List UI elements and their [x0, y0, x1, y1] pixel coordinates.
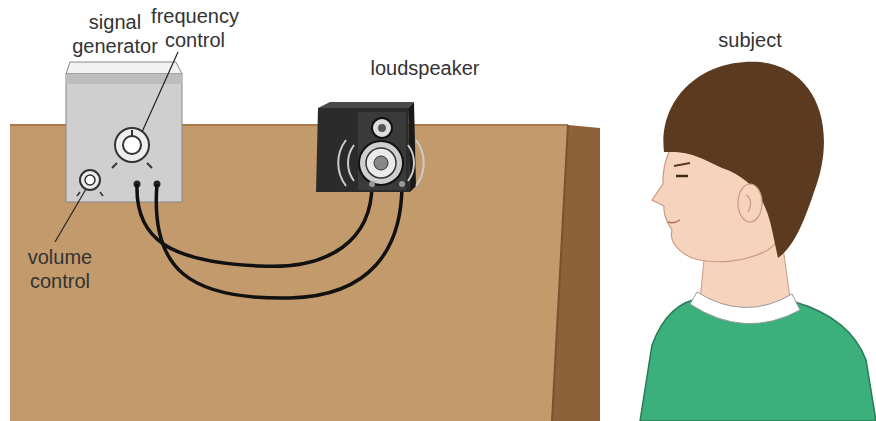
part-label: subject [700, 28, 800, 52]
hair [663, 62, 824, 258]
frequency-knob-cap [123, 136, 141, 154]
fringe [664, 126, 705, 152]
generator-top [66, 62, 182, 74]
part-label: volume control [10, 245, 110, 293]
frequency-knob [115, 128, 149, 162]
table-side [552, 125, 600, 421]
part-label: frequency control [140, 4, 250, 52]
leader-line [142, 52, 178, 132]
speaker-side [408, 102, 416, 192]
sound-wave [408, 145, 414, 181]
wire [156, 184, 402, 298]
tweeter [372, 118, 392, 138]
knob-tick [112, 163, 117, 168]
sound-wave [338, 140, 346, 186]
knob-pointer [131, 130, 133, 136]
ear [738, 184, 762, 222]
eye [676, 175, 688, 178]
generator-case [66, 74, 182, 202]
speaker-front [358, 112, 406, 190]
speaker-cabinet [316, 108, 410, 192]
volume-knob [80, 170, 100, 190]
speaker-top [318, 102, 414, 108]
leader-line [55, 189, 86, 242]
wire [137, 184, 372, 266]
eyebrow [674, 163, 690, 166]
woofer [359, 141, 403, 185]
knob-tick [147, 163, 152, 168]
mouth [668, 220, 680, 223]
woofer-cone [366, 148, 396, 178]
ear-detail [746, 195, 751, 212]
terminal [369, 181, 375, 187]
table-edge [552, 125, 568, 421]
knob-tick [100, 192, 103, 196]
part-label: loudspeaker [355, 56, 495, 80]
sound-wave [348, 145, 354, 181]
collar [690, 292, 800, 324]
tweeter-dome [378, 124, 386, 132]
woofer-cap [374, 156, 388, 170]
volume-knob-cap [85, 175, 95, 185]
sound-wave [416, 140, 424, 186]
terminal [399, 181, 405, 187]
knob-tick [77, 192, 80, 196]
